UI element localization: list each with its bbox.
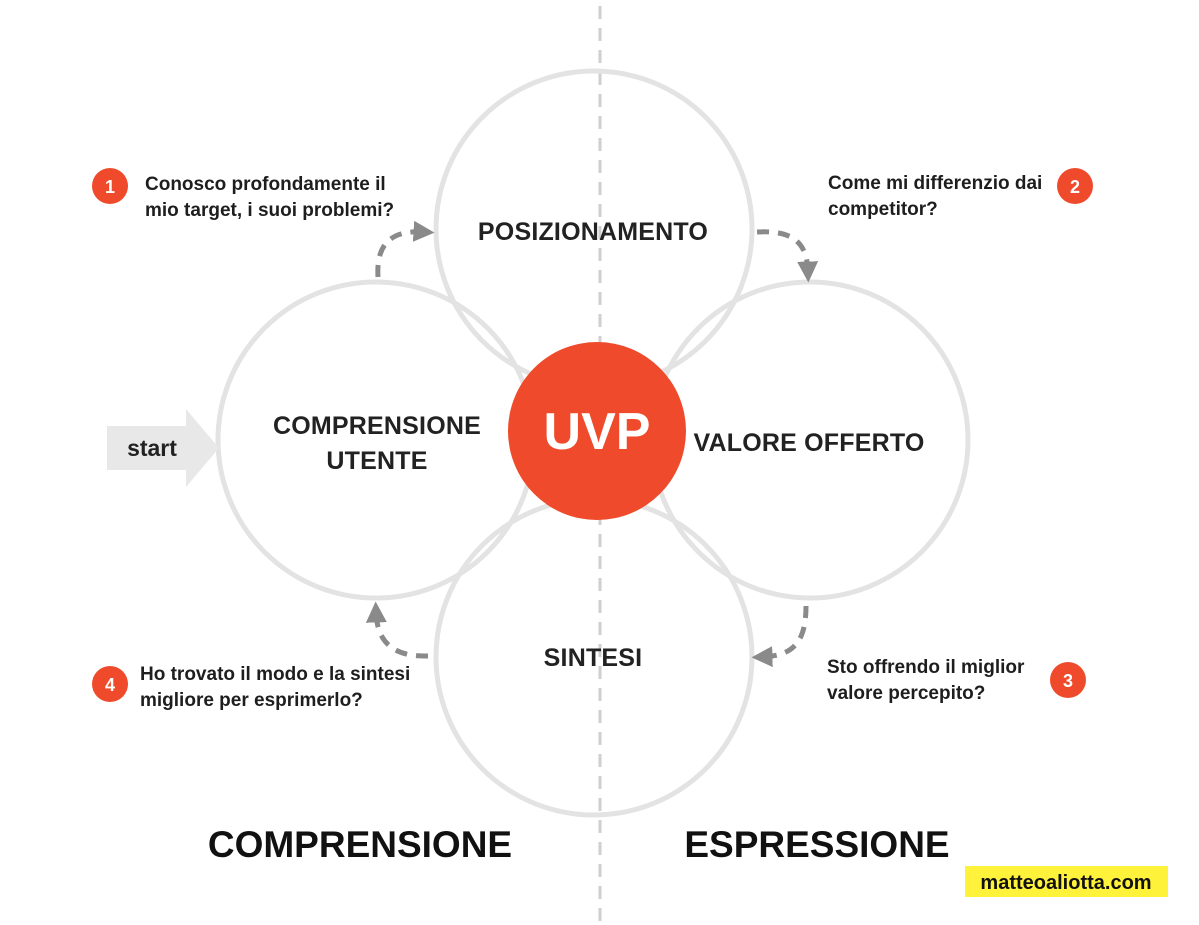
step-4-text-line-2: migliore per esprimerlo? [140, 690, 363, 711]
section-comprensione: COMPRENSIONE [208, 824, 512, 865]
step-1-text-line-1: Conosco profondamente il [145, 174, 386, 195]
flow-arrow-2 [756, 229, 819, 283]
step-2-badge [1057, 168, 1093, 204]
label-posizionamento: POSIZIONAMENTO [478, 218, 708, 246]
step-2-number: 2 [1070, 177, 1080, 197]
site-label: matteoaliotta.com [980, 872, 1151, 894]
label-utente: UTENTE [326, 447, 427, 475]
step-4-text-line-1: Ho trovato il modo e la sintesi [140, 664, 410, 685]
step-2-text-line-1: Come mi differenzio dai [828, 173, 1042, 194]
step-3-number: 3 [1063, 671, 1073, 691]
start-arrow [107, 409, 219, 487]
section-espressione: ESPRESSIONE [684, 824, 949, 865]
step-2-text-line-2: competitor? [828, 199, 938, 220]
flow-arrow-1 [375, 220, 435, 278]
step-1-number: 1 [105, 177, 115, 197]
step-3-badge [1050, 662, 1086, 698]
step-4-badge [92, 666, 128, 702]
step-3-text-line-1: Sto offrendo il miglior [827, 657, 1025, 678]
site-highlight [965, 866, 1168, 897]
uvp-label: UVP [544, 403, 651, 461]
step-4-number: 4 [105, 675, 115, 695]
start-label: start [127, 435, 177, 461]
label-comprensione: COMPRENSIONE [273, 412, 481, 440]
label-valore-offerto: VALORE OFFERTO [693, 429, 924, 457]
uvp-center-circle [508, 342, 686, 520]
step-3-text-line-2: valore percepito? [827, 683, 985, 704]
step-1-badge [92, 168, 128, 204]
label-sintesi: SINTESI [544, 644, 643, 672]
flow-arrow-3 [751, 605, 809, 668]
flow-arrow-4 [365, 601, 429, 659]
circle-comprensione-utente [215, 279, 537, 601]
step-1-text-line-2: mio target, i suoi problemi? [145, 200, 394, 221]
